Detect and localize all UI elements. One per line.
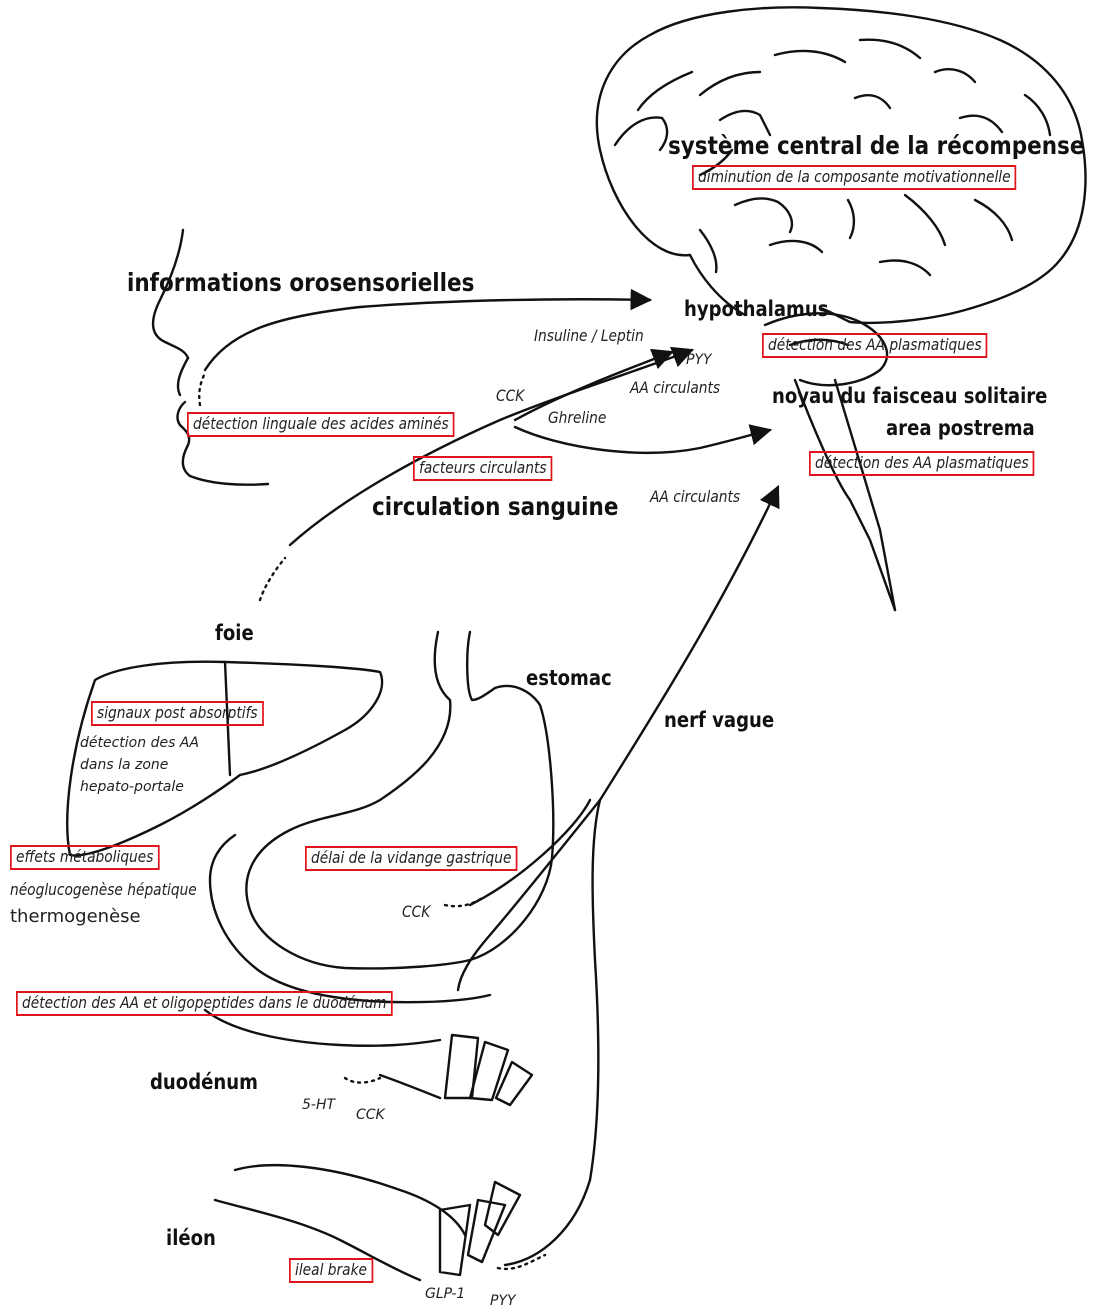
reward-box: diminution de la composante motivationne…	[692, 165, 1017, 190]
aa-circulants-2-label: AA circulants	[650, 489, 740, 505]
ileum-label: iléon	[166, 1228, 216, 1249]
aa-circulants-1-label: AA circulants	[630, 380, 720, 396]
gastric-emptying-box: délai de la vidange gastrique	[305, 846, 517, 871]
ghrelin-nts-arrow	[515, 427, 770, 453]
hypothalamus-label: hypothalamus	[684, 299, 828, 320]
blood-circulation-label: circulation sanguine	[372, 494, 618, 519]
pyy-top-label: PYY	[686, 353, 712, 367]
5ht-label: 5-HT	[302, 1098, 335, 1112]
cck-top-label: CCK	[496, 388, 524, 404]
nts-label: noyau du faisceau solitaire	[772, 386, 1047, 407]
hepato-line-1: détection des AA	[80, 736, 199, 750]
thermogenese-label: thermogenèse	[10, 908, 141, 926]
ghrelin-label: Ghreline	[548, 410, 606, 426]
duodenum-detection-box: détection des AA et oligopeptides dans l…	[16, 991, 393, 1016]
hepato-line-2: dans la zone	[80, 758, 168, 772]
orosensory-label: informations orosensorielles	[127, 270, 474, 295]
insulin-leptin-label: Insuline / Leptin	[534, 328, 644, 344]
duodenum-5ht-dotted	[345, 1078, 380, 1083]
liver-dotted	[260, 558, 285, 600]
pyy-low-label: PYY	[490, 1294, 516, 1308]
cck-mid-label: CCK	[402, 904, 430, 920]
stomach-label: estomac	[526, 668, 612, 689]
circulating-factors-box: facteurs circulants	[413, 456, 553, 481]
metabolic-effects-box: effets métaboliques	[10, 845, 159, 870]
hepato-line-3: hepato-portale	[80, 780, 184, 794]
post-absorptive-box: signaux post absorptifs	[91, 701, 264, 726]
nts-box: détection des AA plasmatiques	[809, 451, 1035, 476]
brain-outline	[597, 7, 1086, 610]
area-postrema-label: area postrema	[886, 418, 1035, 439]
reward-system-label: système central de la récompense	[668, 133, 1084, 158]
liver-label: foie	[215, 623, 254, 644]
cck-low-label: CCK	[356, 1108, 385, 1122]
hypothalamus-box: détection des AA plasmatiques	[762, 333, 988, 358]
glp1-label: GLP-1	[425, 1287, 465, 1301]
vagus-nerve-label: nerf vague	[664, 710, 774, 731]
lingual-detection-box: détection linguale des acides aminés	[187, 412, 455, 437]
duodenum-segments	[445, 1035, 532, 1105]
duodenum-label: duodénum	[150, 1072, 258, 1093]
neoglucogenese-label: néoglucogenèse hépatique	[10, 882, 197, 898]
vagus-arrow	[600, 487, 778, 800]
ileal-brake-box: ileal brake	[289, 1258, 373, 1283]
lingual-dotted	[199, 373, 205, 405]
duodenum-lower	[380, 1075, 440, 1098]
